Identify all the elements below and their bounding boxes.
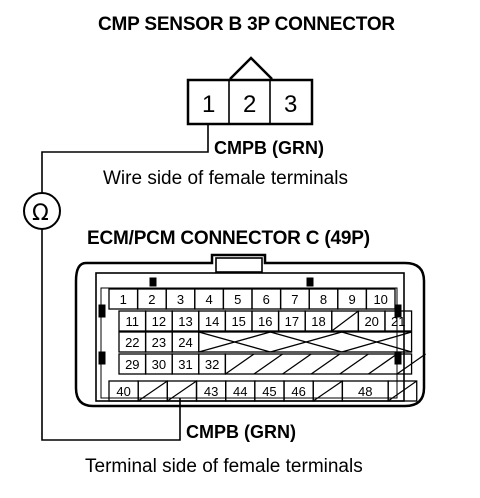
terminal-14: 14: [205, 314, 219, 329]
terminal-4: 4: [205, 292, 212, 307]
grid-line: [198, 331, 271, 353]
cmp-connector: [186, 56, 314, 126]
grid-line: [137, 380, 168, 402]
cmp-terminal-3: 3: [284, 91, 297, 118]
terminal-side-label: Terminal side of female terminals: [85, 456, 363, 477]
terminal-5: 5: [234, 292, 241, 307]
terminal-12: 12: [152, 314, 166, 329]
terminal-cell: [365, 288, 396, 310]
grid-line: [167, 380, 197, 402]
probe-wire-top: [41, 124, 209, 193]
terminal-45: 45: [262, 384, 276, 399]
terminal-17: 17: [285, 314, 299, 329]
terminal-22: 22: [125, 335, 139, 350]
cmp-terminal-2: 2: [243, 91, 256, 118]
ohm-symbol: Ω: [32, 201, 49, 226]
cmp-terminal-1: 1: [202, 91, 215, 118]
terminal-9: 9: [348, 292, 355, 307]
grid-line: [253, 353, 283, 375]
grid-line: [312, 380, 343, 402]
terminal-30: 30: [152, 357, 166, 372]
terminal-23: 23: [152, 335, 166, 350]
probe-wire-bottom: [41, 229, 181, 441]
terminal-29: 29: [125, 357, 139, 372]
terminal-8: 8: [320, 292, 327, 307]
terminal-43: 43: [204, 384, 218, 399]
terminal-1: 1: [120, 292, 127, 307]
cmpb-label-bottom: CMPB (GRN): [186, 422, 296, 442]
empty-block: [198, 331, 413, 353]
terminal-cell: [384, 310, 413, 332]
terminal-21: 21: [391, 314, 405, 329]
terminal-2: 2: [148, 292, 155, 307]
terminal-13: 13: [178, 314, 192, 329]
terminal-32: 32: [205, 357, 219, 372]
terminal-40: 40: [116, 384, 130, 399]
terminal-18: 18: [311, 314, 325, 329]
terminal-44: 44: [233, 384, 247, 399]
terminal-7: 7: [291, 292, 298, 307]
terminal-cell: [387, 380, 418, 402]
terminal-15: 15: [231, 314, 245, 329]
terminal-16: 16: [258, 314, 272, 329]
terminal-31: 31: [178, 357, 192, 372]
grid-line: [270, 331, 342, 353]
grid-line: [310, 353, 341, 375]
terminal-3: 3: [177, 292, 184, 307]
grid-line: [225, 353, 255, 375]
grid-line: [339, 353, 369, 375]
grid-line: [396, 353, 426, 375]
cmp-connector-title: CMP SENSOR B 3P CONNECTOR: [98, 14, 395, 35]
terminal-10: 10: [373, 292, 387, 307]
terminal-24: 24: [178, 335, 192, 350]
terminal-11: 11: [126, 314, 140, 329]
grid-line: [387, 380, 418, 402]
grid-line: [368, 353, 398, 375]
terminal-48: 48: [358, 384, 372, 399]
grid-line: [282, 353, 312, 375]
grid-line: [341, 331, 412, 353]
terminal-6: 6: [263, 292, 270, 307]
terminal-46: 46: [291, 384, 305, 399]
grid-line: [331, 310, 359, 332]
ecm-connector-title: ECM/PCM CONNECTOR C (49P): [87, 228, 370, 249]
wire-side-label: Wire side of female terminals: [103, 168, 348, 189]
cmpb-label-top: CMPB (GRN): [214, 138, 324, 158]
terminal-20: 20: [364, 314, 378, 329]
